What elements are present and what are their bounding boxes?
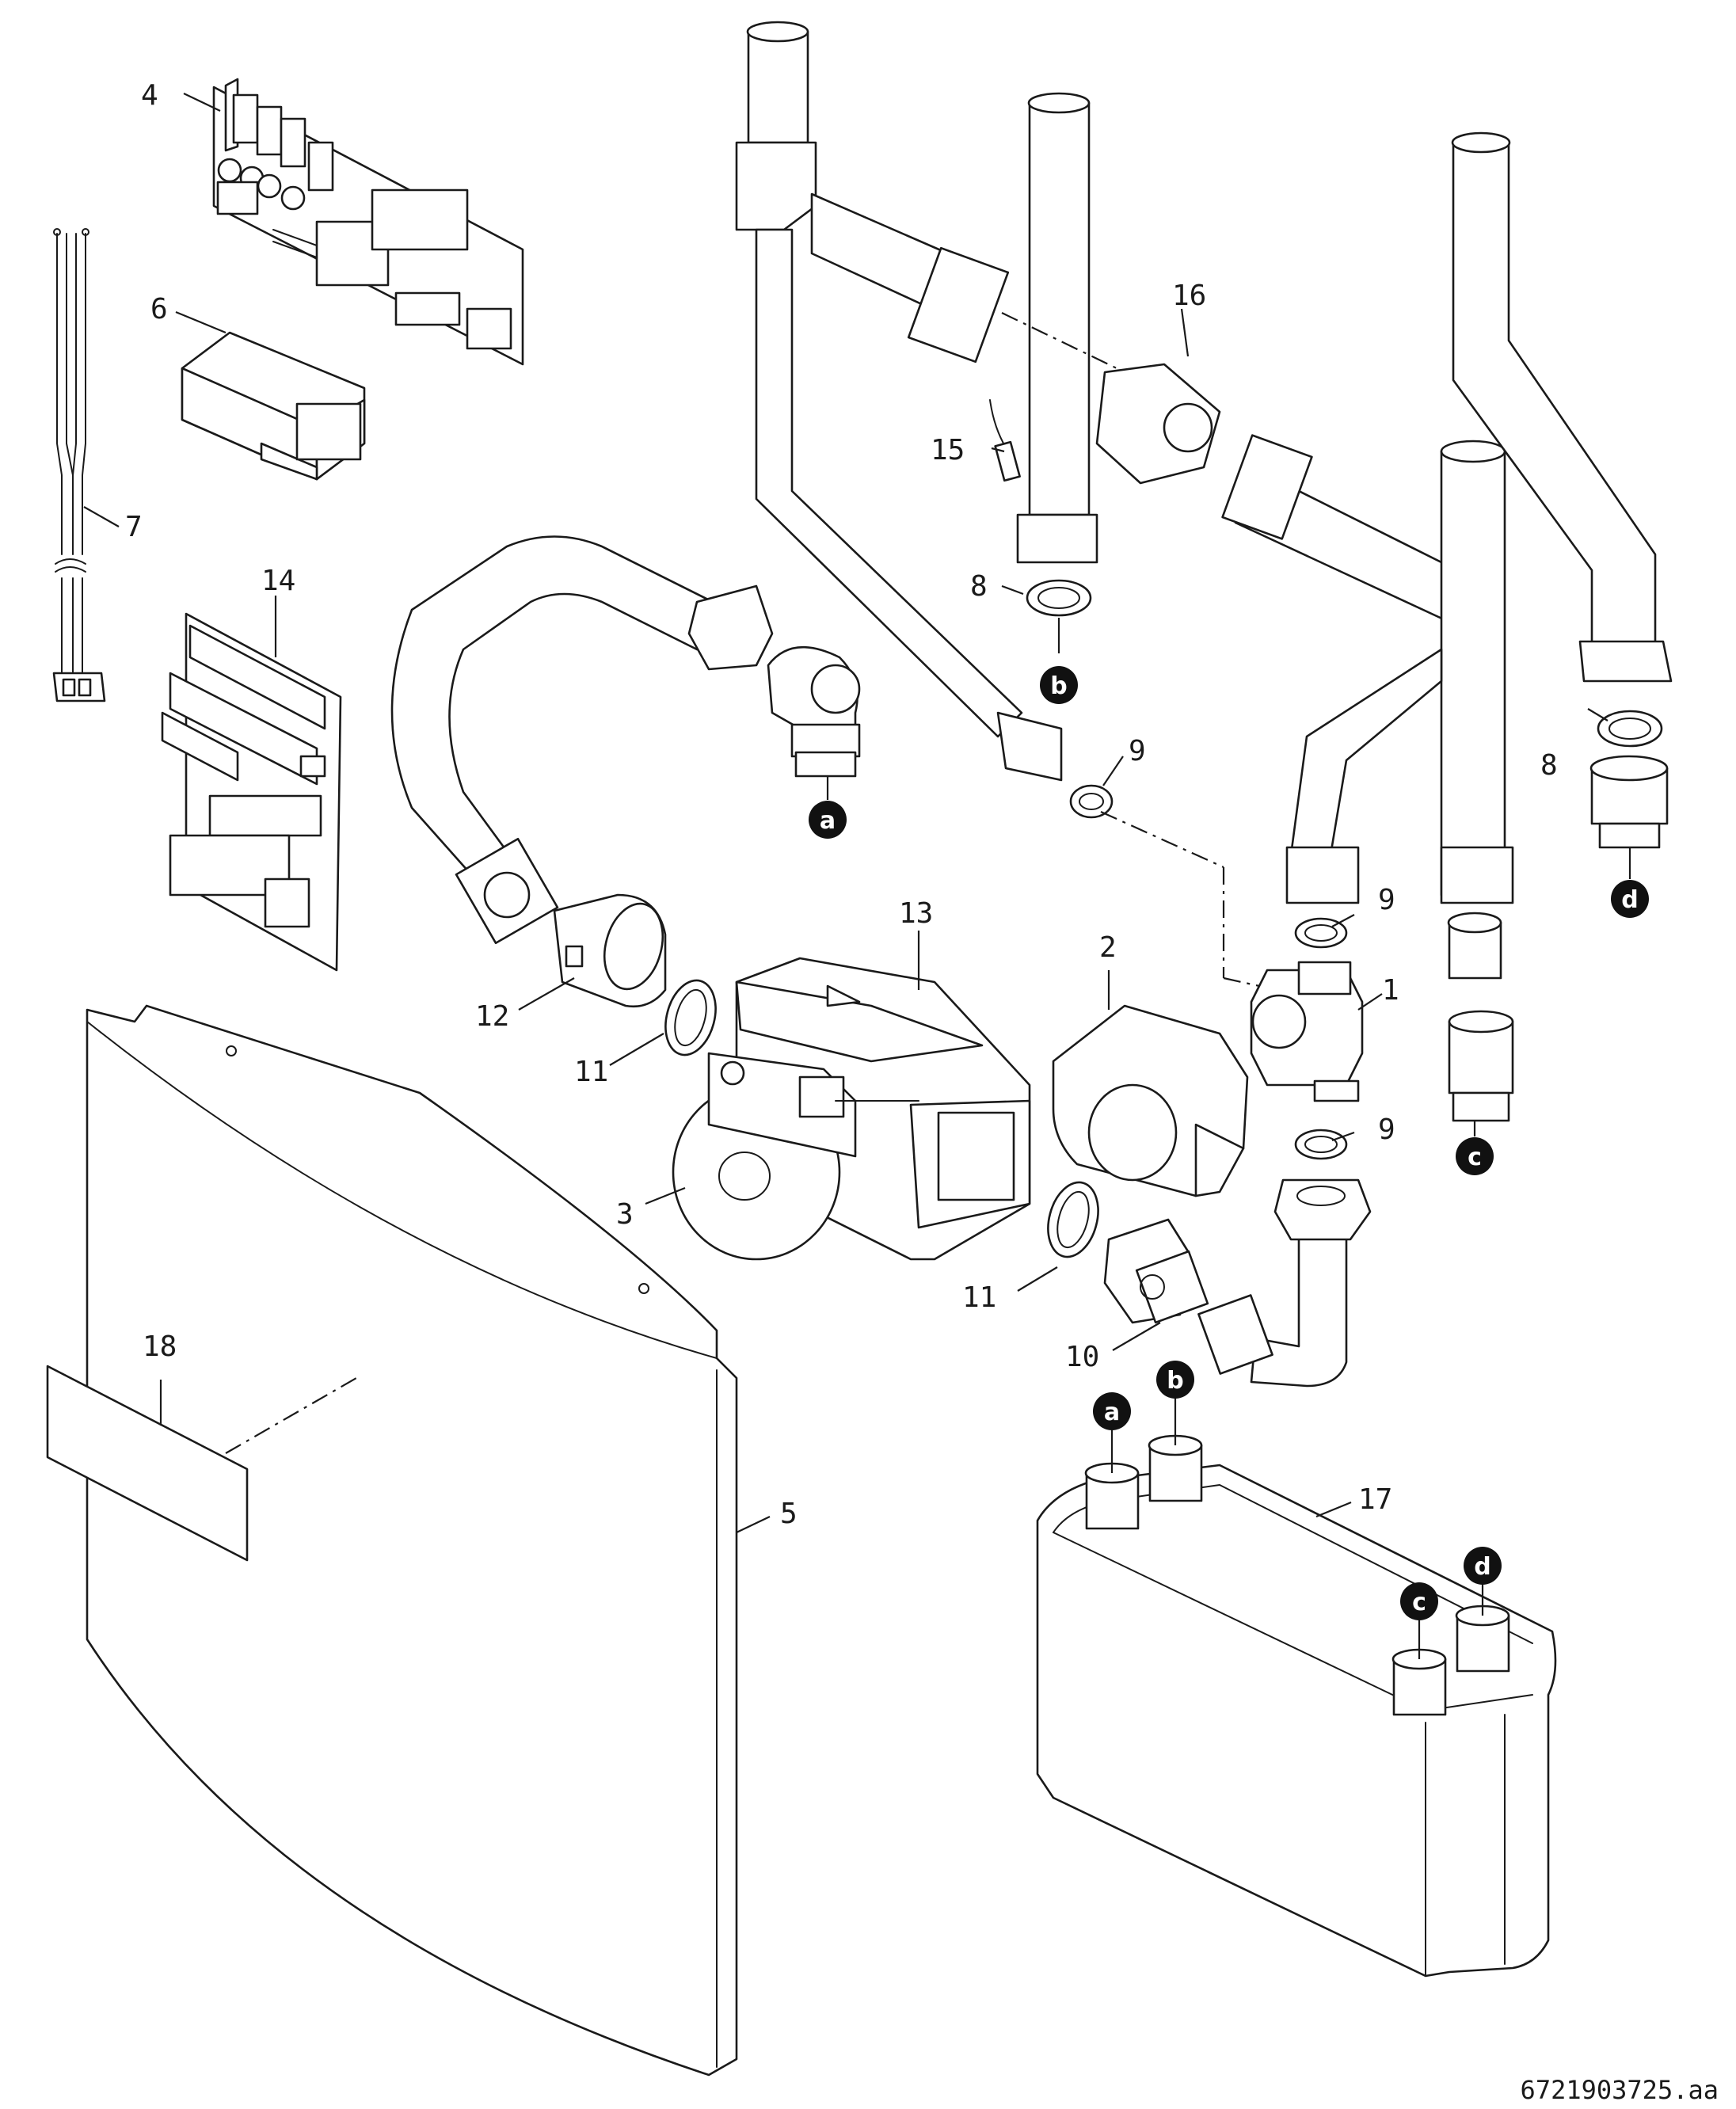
connector-c-top: c xyxy=(1456,1137,1494,1175)
callout-7: 7 xyxy=(125,511,143,543)
connector-c-bottom: c xyxy=(1400,1582,1438,1620)
heat-exchanger-part-17 xyxy=(1036,1434,1557,1978)
sensor-part-15 xyxy=(989,399,1021,482)
svg-text:a: a xyxy=(820,807,836,835)
callout-11-right: 11 xyxy=(962,1281,996,1314)
callout-9-top: 9 xyxy=(1129,735,1146,767)
connector-a-bottom: a xyxy=(1093,1392,1131,1430)
washer-part-8 xyxy=(1026,579,1663,748)
elbow-fitting-a xyxy=(767,645,861,778)
svg-text:c: c xyxy=(1468,1144,1482,1171)
svg-text:d: d xyxy=(1621,886,1638,914)
callout-11-left: 11 xyxy=(574,1056,608,1088)
label-part-18 xyxy=(46,1365,357,1562)
control-board-part-4 xyxy=(212,78,524,366)
callout-6: 6 xyxy=(150,293,168,325)
callout-9-low: 9 xyxy=(1378,1114,1395,1146)
connector-d-bottom: d xyxy=(1464,1547,1502,1585)
connector-b-bottom: b xyxy=(1156,1361,1194,1399)
adapter-part-12 xyxy=(553,893,667,1008)
callout-5: 5 xyxy=(780,1498,798,1530)
washer-part-9 xyxy=(1069,784,1348,1160)
svg-text:d: d xyxy=(1474,1553,1490,1581)
cable-part-7 xyxy=(52,228,106,702)
callout-18: 18 xyxy=(143,1330,177,1363)
svg-text:b: b xyxy=(1050,672,1067,700)
reference-code: 6721903725.aa xyxy=(1521,2075,1719,2105)
callout-labels: 4 6 7 14 16 15 8 9 8 9 1 13 2 12 11 9 3 … xyxy=(125,79,1558,1530)
svg-text:a: a xyxy=(1104,1399,1120,1426)
callout-16: 16 xyxy=(1172,280,1206,312)
callout-15: 15 xyxy=(931,434,965,466)
callout-2: 2 xyxy=(1099,931,1117,964)
callout-1: 1 xyxy=(1382,974,1399,1007)
actuator-part-2 xyxy=(1052,1004,1249,1197)
callout-3: 3 xyxy=(616,1198,634,1231)
front-cover-part-5 xyxy=(86,1004,738,2077)
callout-13: 13 xyxy=(899,897,933,930)
callout-17: 17 xyxy=(1358,1483,1392,1516)
callout-4: 4 xyxy=(141,79,158,112)
connector-b-top: b xyxy=(1040,666,1078,704)
callout-9-mid: 9 xyxy=(1378,884,1395,916)
svg-text:c: c xyxy=(1412,1589,1426,1616)
connector-a-top: a xyxy=(809,801,847,839)
callout-14: 14 xyxy=(261,565,295,597)
pump-part-3-13 xyxy=(672,957,1031,1261)
pump-loop-pipe xyxy=(390,535,774,945)
module-part-6 xyxy=(181,331,366,481)
callout-12: 12 xyxy=(475,1000,509,1033)
svg-text:b: b xyxy=(1167,1367,1183,1395)
pipe-assembly-16 xyxy=(735,21,1673,904)
terminal-board-part-14 xyxy=(161,612,342,972)
connector-d-top: d xyxy=(1611,880,1649,918)
callout-10: 10 xyxy=(1065,1341,1099,1373)
callout-8-right: 8 xyxy=(1540,749,1558,782)
seal-part-11 xyxy=(664,979,1099,1258)
connector-markers: a b c d a b c d xyxy=(809,666,1649,1620)
leader-lines xyxy=(83,93,1631,1659)
valve-body-part-1 xyxy=(1250,961,1364,1102)
return-pipe xyxy=(1197,1178,1372,1388)
nipple-fitting-c xyxy=(1447,912,1514,1122)
callout-8-top: 8 xyxy=(970,570,988,603)
fitting-part-10 xyxy=(1103,1218,1209,1324)
nipple-fitting-d xyxy=(1589,755,1669,849)
